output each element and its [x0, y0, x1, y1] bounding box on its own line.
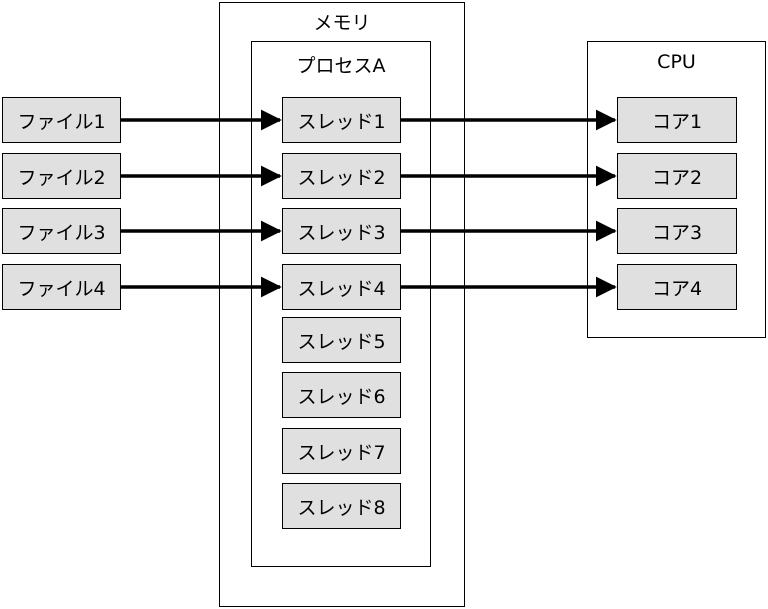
file-box: ファイル2: [2, 153, 121, 199]
core-box: コア2: [617, 153, 737, 199]
file-box: ファイル1: [2, 97, 121, 143]
thread-box: スレッド1: [282, 97, 401, 143]
thread-box: スレッド6: [282, 372, 401, 418]
file-box: ファイル3: [2, 208, 121, 254]
memory-label: メモリ: [313, 12, 371, 34]
thread-box: スレッド7: [282, 428, 401, 474]
core-box: コア3: [617, 208, 737, 254]
file-box: ファイル4: [2, 264, 121, 310]
thread-box: スレッド2: [282, 153, 401, 199]
thread-box: スレッド8: [282, 483, 401, 529]
core-box: コア4: [617, 264, 737, 310]
thread-box: スレッド5: [282, 317, 401, 363]
process-label: プロセスA: [296, 55, 386, 77]
thread-box: スレッド3: [282, 208, 401, 254]
thread-box: スレッド4: [282, 264, 401, 310]
cpu-label: CPU: [657, 51, 696, 73]
core-box: コア1: [617, 97, 737, 143]
